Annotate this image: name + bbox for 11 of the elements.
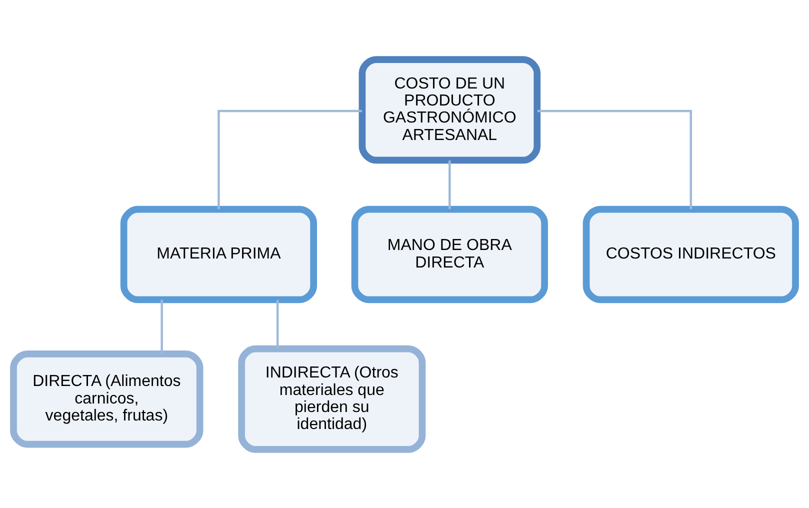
connector: [537, 109, 692, 209]
connector: [160, 299, 163, 354]
connector: [276, 299, 279, 348]
node-box: INDIRECTA (Otros materiales que pierden su identidad): [238, 344, 426, 452]
node-box: MATERIA PRIMA: [120, 205, 318, 303]
connector: [218, 109, 362, 209]
node-box: DIRECTA (Alimentos carnicos, vegetales, frutas): [10, 350, 204, 448]
node-box: COSTOS INDIRECTOS: [582, 205, 799, 303]
node-box: MANO DE OBRA DIRECTA: [351, 205, 548, 303]
node-box: COSTO DE UN PRODUCTO GASTRONÓMICO ARTESANAL: [358, 56, 541, 164]
connector: [448, 160, 451, 209]
